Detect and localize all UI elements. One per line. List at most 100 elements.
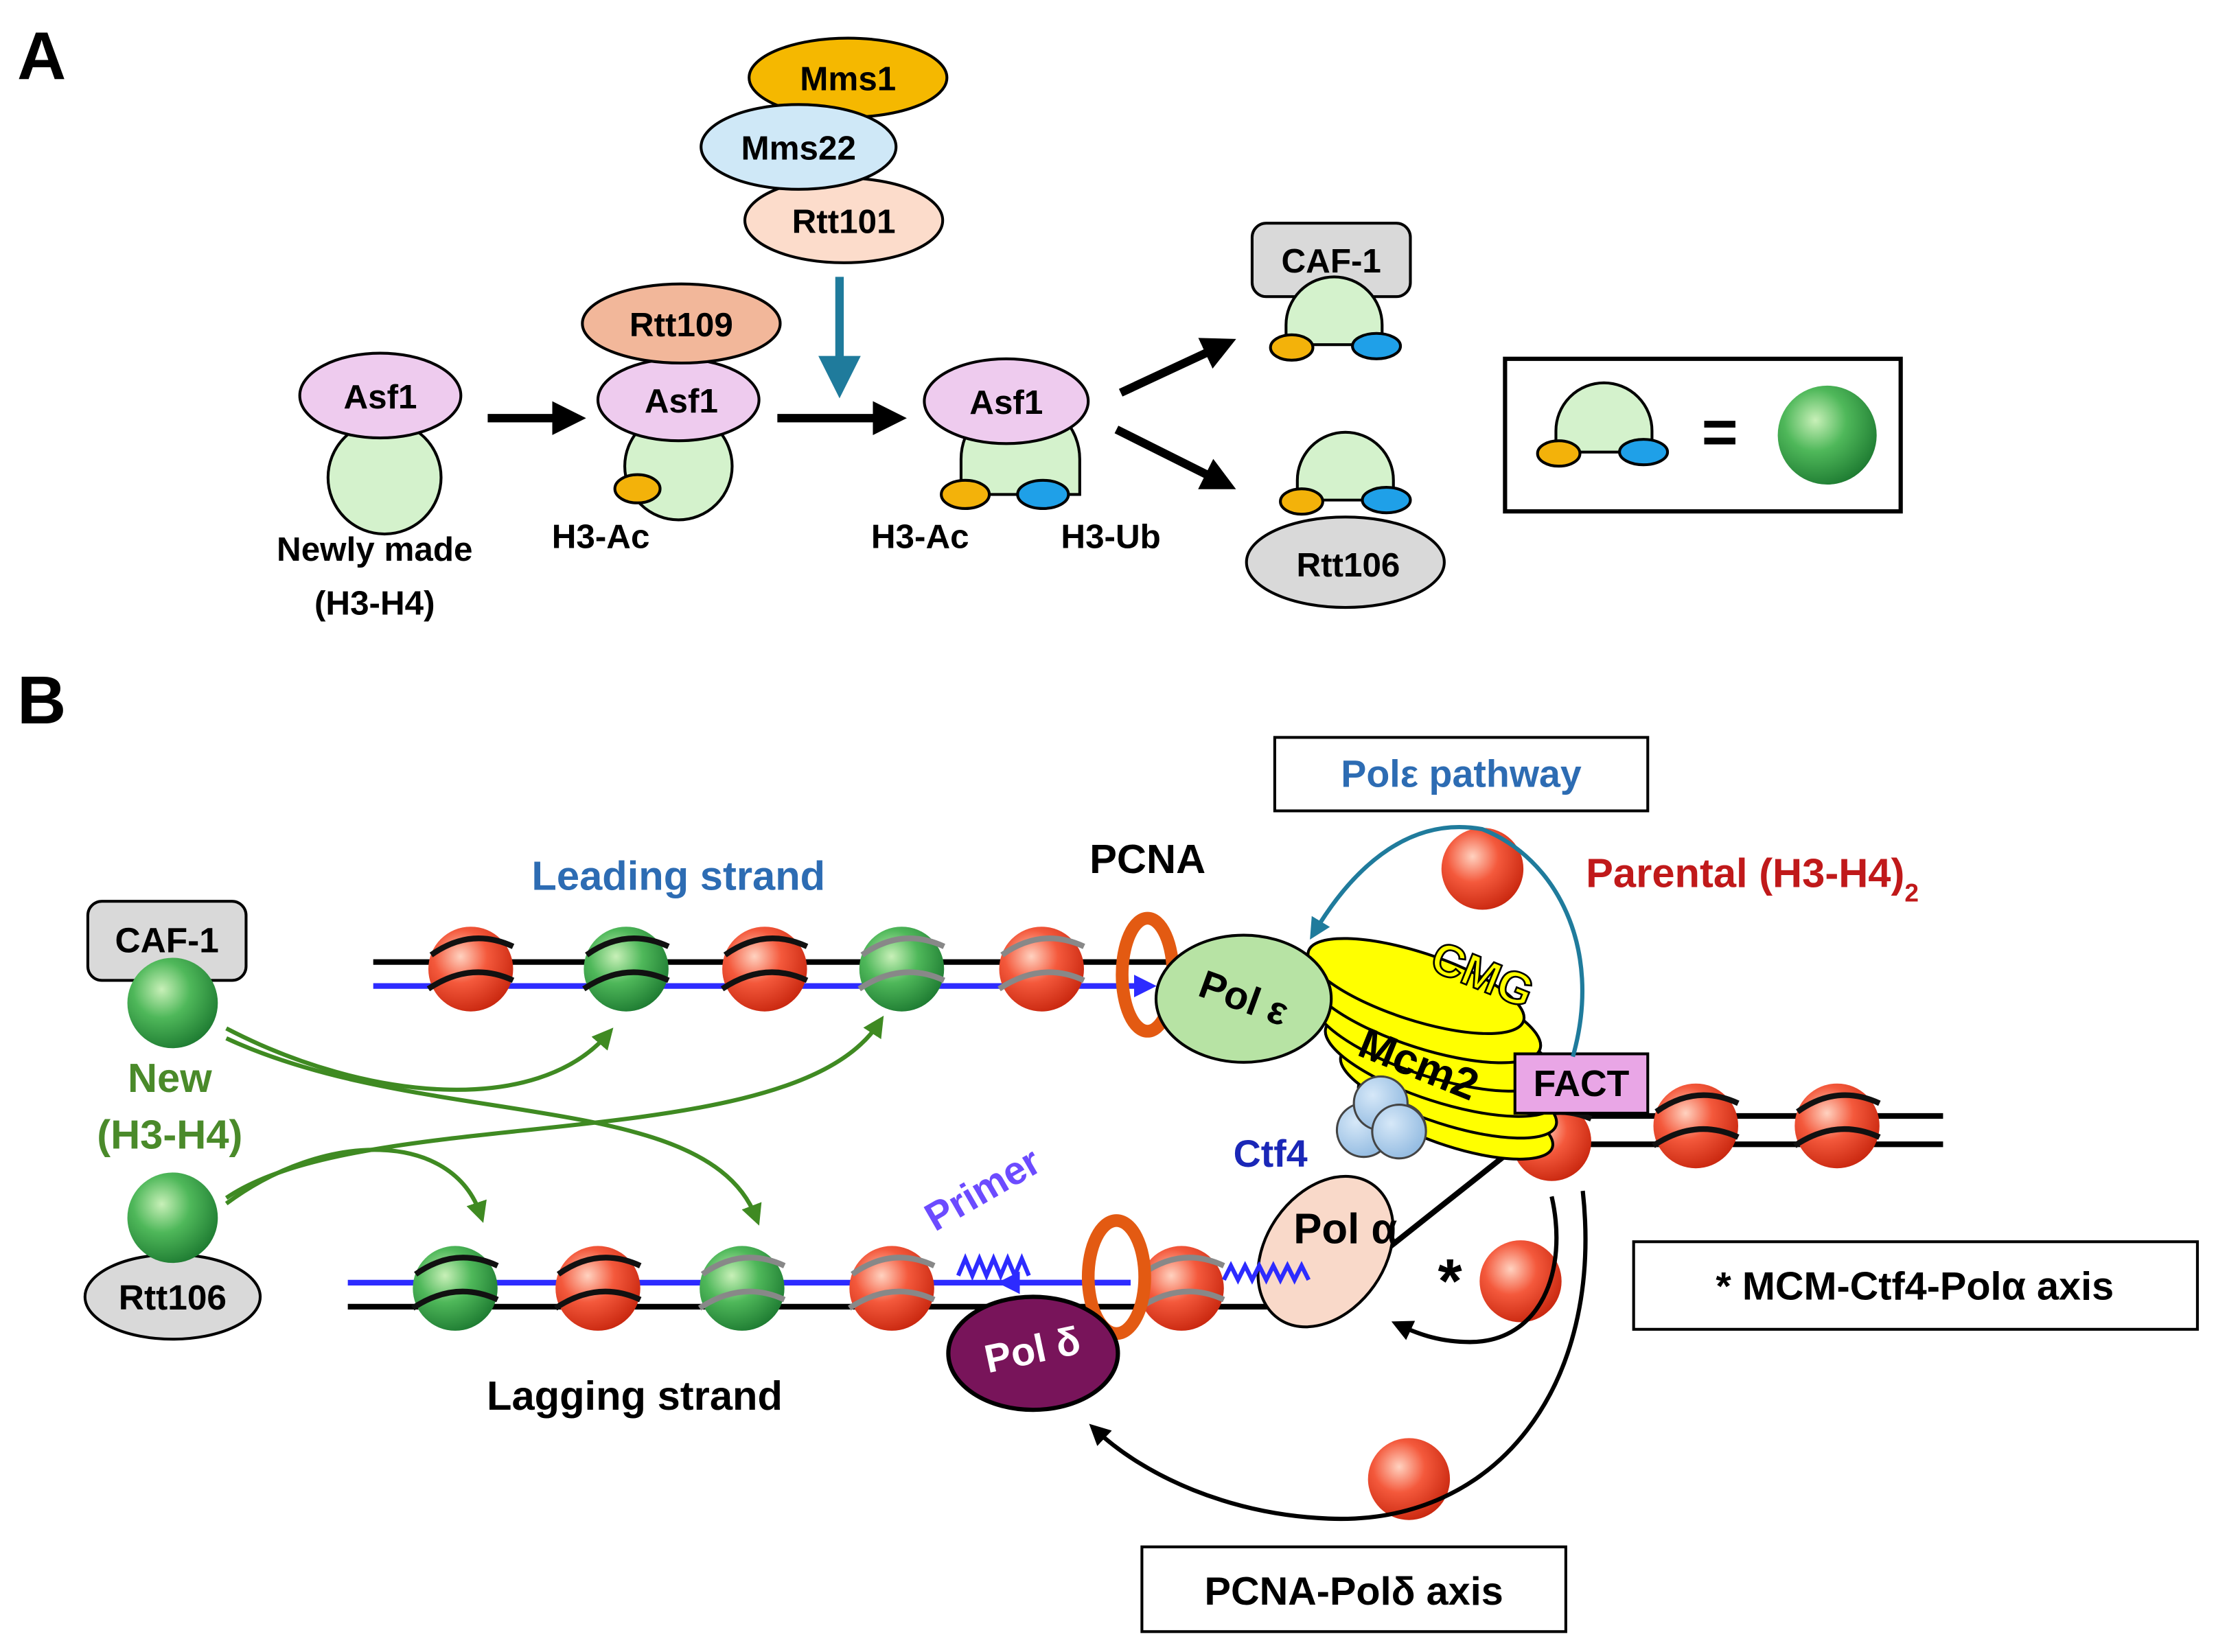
rtt106-label: Rtt106 <box>119 1277 227 1317</box>
acetyl-mark <box>940 478 991 511</box>
new-histone <box>127 957 218 1049</box>
nucleosome-core <box>555 1246 640 1331</box>
dna-wrap <box>553 1255 642 1311</box>
legend-new-histone <box>1777 385 1877 485</box>
nucleosome-core <box>849 1246 934 1331</box>
dna-wrap <box>1793 1092 1881 1148</box>
nucleosome-core <box>999 927 1085 1012</box>
nucleosome-parental <box>848 1246 936 1331</box>
nucleosome-core <box>1794 1083 1880 1169</box>
nucleosome-core <box>700 1246 785 1331</box>
nucleosome-parental <box>426 927 515 1012</box>
pol-alpha <box>1256 1174 1395 1329</box>
acetyl-mark <box>1269 333 1315 362</box>
mcm-ctf4-pola-arrow <box>1391 1196 1559 1345</box>
pol-alpha-label: Pol α <box>1293 1205 1397 1253</box>
rtt106-to-lagging-arrow <box>224 1148 487 1223</box>
rtt106-new-histone: Rtt106 <box>83 1172 262 1341</box>
h3-ub-caption: H3-Ub <box>1061 518 1160 556</box>
nucleosome-parental <box>1652 1083 1740 1169</box>
new-histone-label-line1: New <box>128 1055 212 1101</box>
mms1-label: Mms1 <box>800 60 896 98</box>
panel-b: B Polε pathway Leading strand Lagging st… <box>17 662 2199 1633</box>
rtt106-chaperone <box>1245 515 1446 609</box>
rtt106-to-leading-arrow <box>224 1015 884 1200</box>
acetyl-mark <box>613 473 662 504</box>
nucleosome-core <box>1139 1246 1224 1331</box>
newly-made-caption: Newly made <box>277 531 472 568</box>
parental-histone-label: Parental (H3-H4)2 <box>1586 850 1919 907</box>
ctf4-trimer <box>1335 1075 1427 1160</box>
fact-complex <box>1513 1052 1650 1115</box>
rtt106-handoff: Rtt106 <box>1245 430 1446 609</box>
nucleosome-core <box>413 1246 498 1331</box>
pcna-label: PCNA <box>1089 836 1205 882</box>
nucleosome-parental <box>997 927 1085 1012</box>
ubiquitin-mark <box>1016 478 1070 511</box>
panel-a: A Asf1 Newly made (H3-H4) Rtt109 Asf1 H3… <box>17 18 1903 622</box>
acetyl-mark <box>1279 487 1324 516</box>
nucleosome-core <box>1653 1083 1738 1169</box>
pole-pathway-label: Polε pathway <box>1341 752 1582 795</box>
panel-b-label: B <box>17 662 66 738</box>
parental-histone-pold-path <box>1367 1438 1451 1520</box>
step1-asf1-h3h4: Asf1 Newly made (H3-H4) <box>277 351 472 622</box>
ctf4-subunit <box>1371 1104 1427 1160</box>
cmg-helicase: CMG Mcm2 <box>1306 930 1559 1161</box>
mms1-mms22-rtt101-complex: Mms1 Mms22 Rtt101 <box>700 36 949 264</box>
nucleosome-new <box>582 927 670 1012</box>
pol-epsilon <box>1154 933 1333 1064</box>
lagging-strand-label: Lagging strand <box>487 1373 783 1419</box>
dna-wrap <box>720 935 809 992</box>
nucleosome-core <box>859 927 945 1012</box>
parental-histone-main: Parental (H3-H4) <box>1586 850 1904 896</box>
histone-core <box>1295 430 1395 502</box>
legend-acetyl-mark <box>1536 439 1582 468</box>
mcm-axis-label: * MCM-Ctf4-Polα axis <box>1716 1265 2114 1309</box>
nucleosome-parental <box>720 927 809 1012</box>
rtt106-label: Rtt106 <box>1296 546 1400 584</box>
pcna-pold-arrow <box>1089 1190 1588 1522</box>
legend-equals: = <box>1702 398 1738 467</box>
dna-wrap <box>697 1255 786 1311</box>
nucleosome-new <box>857 927 945 1012</box>
leading-strand-label: Leading strand <box>531 853 825 899</box>
new-histone-label-line2: (H3-H4) <box>97 1111 242 1157</box>
rtt109-label: Rtt109 <box>630 306 733 344</box>
ctf4-label: Ctf4 <box>1234 1132 1308 1175</box>
caf1-new-histone: CAF-1 <box>86 900 248 1049</box>
nascent-primer <box>1222 1261 1311 1285</box>
dna-wrap <box>582 935 670 992</box>
legend-box: = <box>1503 356 1903 514</box>
dna-wrap <box>1652 1092 1740 1148</box>
dna-wrap <box>997 935 1085 992</box>
mcm-axis-star: * <box>1438 1247 1462 1316</box>
primer-label: Primer <box>918 1139 1048 1240</box>
step2-rtt109-asf1: Rtt109 Asf1 H3-Ac <box>552 282 782 556</box>
nucleosome-new <box>697 1246 786 1331</box>
dna-wrap <box>411 1255 499 1311</box>
leading-nucleosomes <box>426 927 1085 1012</box>
legend-ubiquitin-mark <box>1618 438 1670 467</box>
dna-wrap <box>426 935 515 992</box>
pcna-axis-label: PCNA-Polδ axis <box>1205 1570 1503 1614</box>
parental-histone-pole-path <box>1441 828 1524 910</box>
legend-histone-core <box>1554 381 1654 454</box>
parental-histone-subscript: 2 <box>1904 879 1919 907</box>
h3h4-caption: (H3-H4) <box>314 584 435 622</box>
ubiquitin-mark <box>1361 486 1412 515</box>
pcna-ring-lagging <box>1081 1214 1151 1340</box>
step3-modified-histone: Asf1 H3-Ac H3-Ub <box>871 357 1161 556</box>
mms22-subunit <box>700 103 898 191</box>
ubiquitin-mark <box>1351 331 1403 360</box>
pole-pathway-arrow <box>1310 825 1584 1058</box>
nucleosome-parental <box>553 1246 642 1331</box>
asf1-label: Asf1 <box>343 378 417 416</box>
asf1-chaperone <box>298 351 463 440</box>
h3-ac-caption: H3-Ac <box>552 518 650 556</box>
arrow-to-caf1 <box>1118 338 1236 397</box>
pole-pathway-box <box>1273 736 1650 813</box>
rtt101-label: Rtt101 <box>792 203 896 241</box>
new-histone <box>127 1172 218 1264</box>
histone-core <box>1284 275 1384 347</box>
